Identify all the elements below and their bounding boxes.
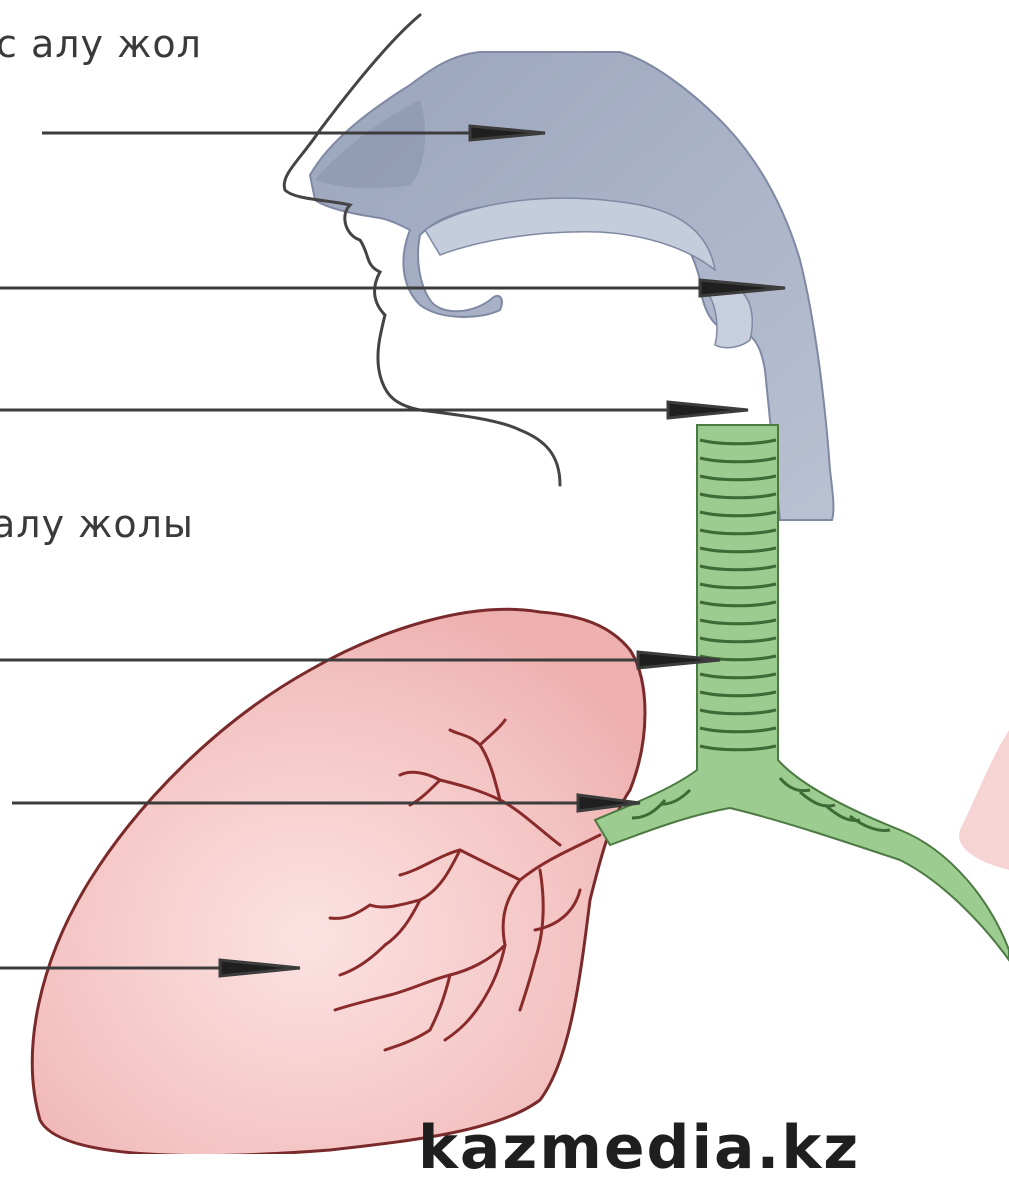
- lower-airway-label: алу жолы: [0, 502, 194, 546]
- right-lung-edge: [959, 730, 1009, 870]
- watermark: kazmedia.kz: [418, 1118, 860, 1178]
- left-lung: [32, 609, 645, 1154]
- upper-airway-label: c алу жол: [0, 22, 202, 66]
- respiratory-system-diagram: c алу жол алу жолы kazmedia.kz: [0, 0, 1009, 1154]
- arrow-icon: [668, 402, 748, 418]
- diagram-canvas: [0, 0, 1009, 1154]
